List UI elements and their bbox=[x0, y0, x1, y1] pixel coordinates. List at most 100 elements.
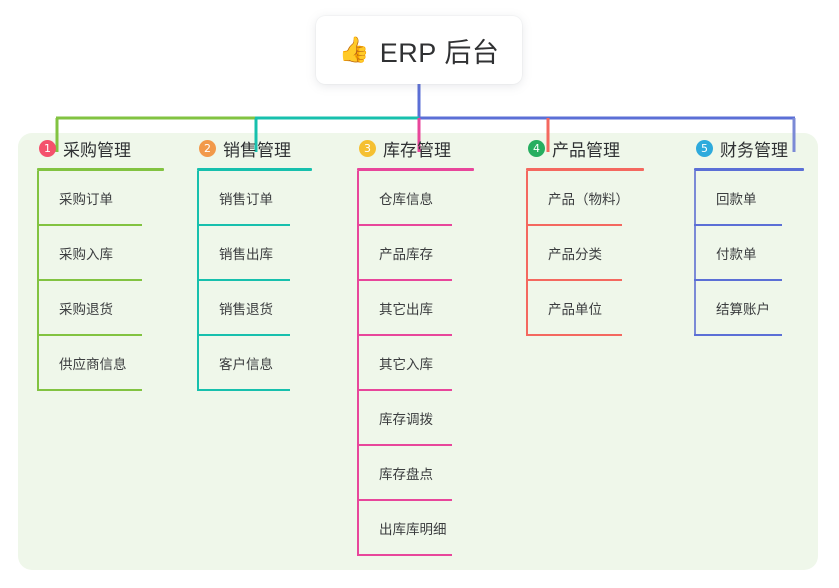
item-connector-spine bbox=[357, 281, 359, 336]
list-item[interactable]: 采购入库 bbox=[37, 226, 164, 281]
item-underline bbox=[197, 334, 290, 336]
item-connector-spine bbox=[357, 336, 359, 391]
list-item[interactable]: 库存盘点 bbox=[357, 446, 474, 501]
item-connector-spine bbox=[357, 501, 359, 556]
list-item[interactable]: 库存调拨 bbox=[357, 391, 474, 446]
list-item-label: 产品分类 bbox=[548, 247, 602, 262]
category-columns: 1 采购管理采购订单采购入库采购退货供应商信息 2 销售管理销售订单销售出库销售退货客… bbox=[18, 133, 818, 570]
list-item[interactable]: 销售订单 bbox=[197, 171, 312, 226]
item-connector-spine bbox=[37, 171, 39, 226]
list-item-label: 销售订单 bbox=[219, 192, 273, 207]
category-column: 1 采购管理采购订单采购入库采购退货供应商信息 bbox=[37, 133, 164, 391]
list-item[interactable]: 产品分类 bbox=[526, 226, 644, 281]
list-item-label: 结算账户 bbox=[716, 302, 770, 317]
item-underline bbox=[694, 224, 782, 226]
item-connector-spine bbox=[197, 226, 199, 281]
list-item-label: 采购入库 bbox=[59, 247, 113, 262]
list-item[interactable]: 其它入库 bbox=[357, 336, 474, 391]
thumbs-up-icon: 👍 bbox=[338, 35, 370, 64]
item-connector-spine bbox=[37, 226, 39, 281]
root-node-content: 👍 ERP 后台 bbox=[339, 31, 500, 70]
item-underline bbox=[526, 334, 622, 336]
column-item-list: 回款单付款单结算账户 bbox=[694, 171, 804, 336]
item-underline bbox=[37, 334, 142, 336]
item-connector-spine bbox=[694, 226, 696, 281]
list-item[interactable]: 产品库存 bbox=[357, 226, 474, 281]
item-connector-spine bbox=[694, 281, 696, 336]
list-item[interactable]: 付款单 bbox=[694, 226, 804, 281]
list-item-label: 销售退货 bbox=[219, 302, 273, 317]
list-item[interactable]: 采购订单 bbox=[37, 171, 164, 226]
column-item-list: 仓库信息产品库存其它出库其它入库库存调拨库存盘点出库库明细 bbox=[357, 171, 474, 556]
list-item-label: 客户信息 bbox=[219, 357, 273, 372]
item-connector-spine bbox=[357, 171, 359, 226]
list-item-label: 产品库存 bbox=[379, 247, 433, 262]
list-item-label: 其它入库 bbox=[379, 357, 433, 372]
column-item-list: 采购订单采购入库采购退货供应商信息 bbox=[37, 171, 164, 391]
column-number-badge: 1 bbox=[39, 139, 56, 157]
item-underline bbox=[357, 499, 452, 501]
list-item[interactable]: 回款单 bbox=[694, 171, 804, 226]
item-underline bbox=[357, 224, 452, 226]
list-item[interactable]: 客户信息 bbox=[197, 336, 312, 391]
list-item[interactable]: 采购退货 bbox=[37, 281, 164, 336]
column-title: 库存管理 bbox=[383, 140, 451, 160]
list-item-label: 付款单 bbox=[716, 247, 757, 262]
list-item[interactable]: 供应商信息 bbox=[37, 336, 164, 391]
item-underline bbox=[526, 224, 622, 226]
list-item-label: 其它出库 bbox=[379, 302, 433, 317]
column-underline bbox=[526, 168, 644, 171]
item-underline bbox=[694, 334, 782, 336]
item-connector-spine bbox=[37, 281, 39, 336]
column-title: 财务管理 bbox=[720, 140, 788, 160]
list-item[interactable]: 产品（物料） bbox=[526, 171, 644, 226]
item-connector-spine bbox=[357, 226, 359, 281]
list-item-label: 采购订单 bbox=[59, 192, 113, 207]
column-underline bbox=[197, 168, 312, 171]
item-connector-spine bbox=[526, 171, 528, 226]
list-item[interactable]: 其它出库 bbox=[357, 281, 474, 336]
column-number-badge: 5 bbox=[696, 139, 713, 157]
list-item[interactable]: 出库库明细 bbox=[357, 501, 474, 556]
item-connector-spine bbox=[526, 226, 528, 281]
list-item-label: 库存调拨 bbox=[379, 412, 433, 427]
list-item-label: 供应商信息 bbox=[59, 357, 127, 372]
list-item[interactable]: 销售退货 bbox=[197, 281, 312, 336]
item-underline bbox=[197, 389, 290, 391]
list-item[interactable]: 结算账户 bbox=[694, 281, 804, 336]
item-underline bbox=[357, 444, 452, 446]
item-underline bbox=[357, 279, 452, 281]
list-item[interactable]: 仓库信息 bbox=[357, 171, 474, 226]
column-underline bbox=[37, 168, 164, 171]
item-connector-spine bbox=[197, 171, 199, 226]
item-connector-spine bbox=[197, 336, 199, 391]
column-header[interactable]: 5 财务管理 bbox=[694, 133, 804, 163]
item-connector-spine bbox=[357, 391, 359, 446]
item-underline bbox=[37, 389, 142, 391]
item-underline bbox=[357, 554, 452, 556]
item-underline bbox=[526, 279, 622, 281]
list-item[interactable]: 销售出库 bbox=[197, 226, 312, 281]
column-title: 销售管理 bbox=[223, 140, 291, 160]
item-underline bbox=[197, 224, 290, 226]
item-connector-spine bbox=[694, 171, 696, 226]
column-header[interactable]: 1 采购管理 bbox=[37, 133, 164, 163]
root-node-title: ERP 后台 bbox=[379, 37, 500, 68]
list-item[interactable]: 产品单位 bbox=[526, 281, 644, 336]
column-title: 产品管理 bbox=[552, 140, 620, 160]
list-item-label: 产品（物料） bbox=[548, 192, 629, 207]
list-item-label: 出库库明细 bbox=[379, 522, 447, 537]
root-node-card[interactable]: 👍 ERP 后台 bbox=[316, 16, 522, 84]
list-item-label: 产品单位 bbox=[548, 302, 602, 317]
column-title: 采购管理 bbox=[63, 140, 131, 160]
item-connector-spine bbox=[37, 336, 39, 391]
item-connector-spine bbox=[526, 281, 528, 336]
column-header[interactable]: 2 销售管理 bbox=[197, 133, 312, 163]
item-underline bbox=[37, 279, 142, 281]
column-number-badge: 2 bbox=[199, 139, 216, 157]
